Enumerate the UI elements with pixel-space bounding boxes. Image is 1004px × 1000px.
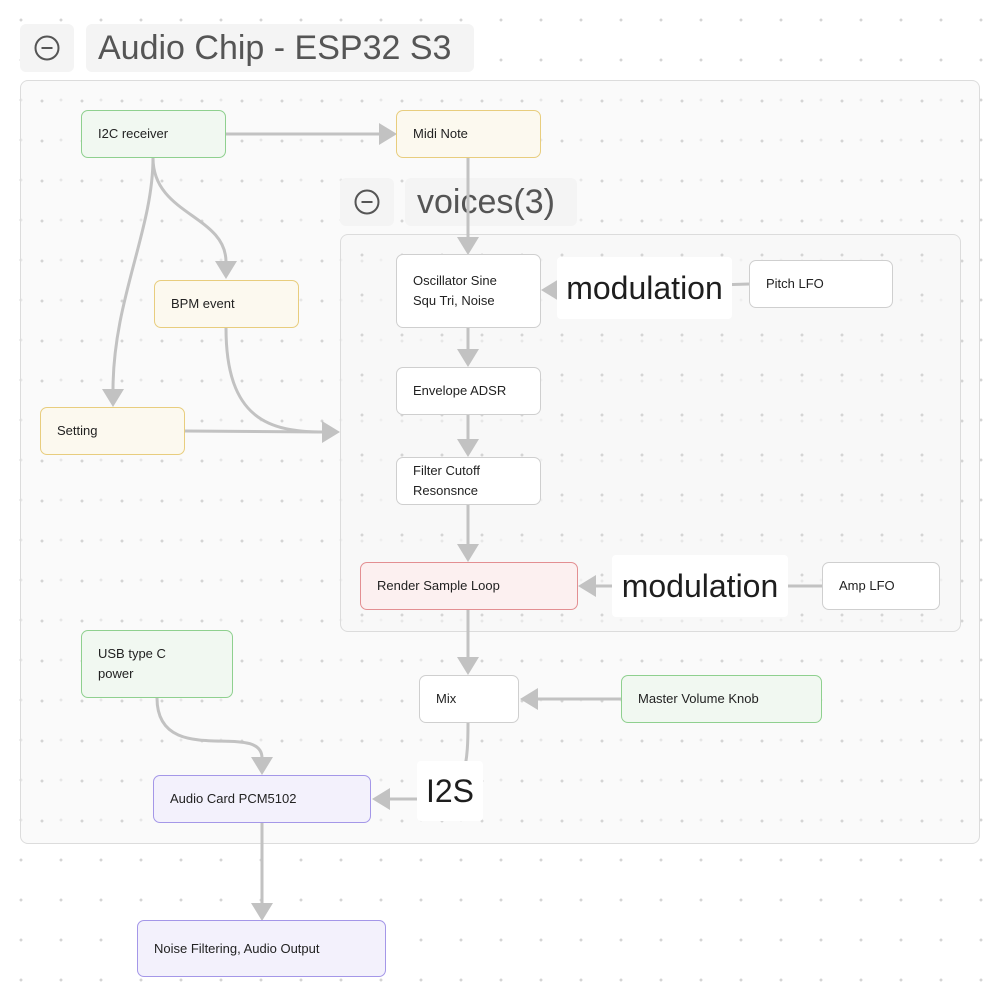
node-usb-power[interactable]: USB type C power xyxy=(81,630,233,698)
arrowhead xyxy=(520,688,538,710)
group-audio-chip-collapse-button[interactable] xyxy=(20,24,74,72)
node-noise-filtering[interactable]: Noise Filtering, Audio Output xyxy=(137,920,386,977)
node-render-sample-loop[interactable]: Render Sample Loop xyxy=(360,562,578,610)
edge-label-amp-modulation[interactable]: modulation xyxy=(612,555,788,617)
node-mix[interactable]: Mix xyxy=(419,675,519,723)
arrowhead xyxy=(578,575,596,597)
minus-circle-icon xyxy=(34,35,60,61)
edge-i2c-to-bpm xyxy=(151,157,228,263)
node-bpm-event[interactable]: BPM event xyxy=(154,280,299,328)
arrowhead xyxy=(251,757,273,775)
edge-usb-to-audiocard xyxy=(155,697,264,759)
arrowhead xyxy=(322,421,340,443)
group-voices-collapse-button[interactable] xyxy=(340,178,394,226)
arrowhead xyxy=(457,237,479,255)
group-voices-title[interactable]: voices(3) xyxy=(405,178,577,226)
arrowhead xyxy=(457,439,479,457)
node-oscillator[interactable]: Oscillator Sine Squ Tri, Noise xyxy=(396,254,541,328)
arrowhead xyxy=(457,657,479,675)
edge-bpm-to-voices xyxy=(224,327,325,434)
minus-circle-icon xyxy=(354,189,380,215)
arrowhead xyxy=(102,389,124,407)
node-midi-note[interactable]: Midi Note xyxy=(396,110,541,158)
arrowhead xyxy=(541,279,559,301)
node-setting[interactable]: Setting xyxy=(40,407,185,455)
edge-setting-to-voices xyxy=(184,429,325,434)
node-master-volume-knob[interactable]: Master Volume Knob xyxy=(621,675,822,723)
node-pitch-lfo[interactable]: Pitch LFO xyxy=(749,260,893,308)
arrowhead xyxy=(379,123,397,145)
node-envelope-adsr[interactable]: Envelope ADSR xyxy=(396,367,541,415)
arrowhead xyxy=(457,349,479,367)
arrowhead xyxy=(251,903,273,921)
arrowhead xyxy=(215,261,237,279)
arrowhead xyxy=(372,788,390,810)
group-audio-chip-title[interactable]: Audio Chip - ESP32 S3 xyxy=(86,24,474,72)
node-filter[interactable]: Filter Cutoff Resonsnce xyxy=(396,457,541,505)
edge-label-i2s[interactable]: I2S xyxy=(417,761,483,821)
edge-label-pitch-modulation[interactable]: modulation xyxy=(557,257,732,319)
node-audio-card[interactable]: Audio Card PCM5102 xyxy=(153,775,371,823)
node-amp-lfo[interactable]: Amp LFO xyxy=(822,562,940,610)
node-i2c-receiver[interactable]: I2C receiver xyxy=(81,110,226,158)
edge-i2c-to-setting xyxy=(111,157,155,391)
arrowhead xyxy=(457,544,479,562)
